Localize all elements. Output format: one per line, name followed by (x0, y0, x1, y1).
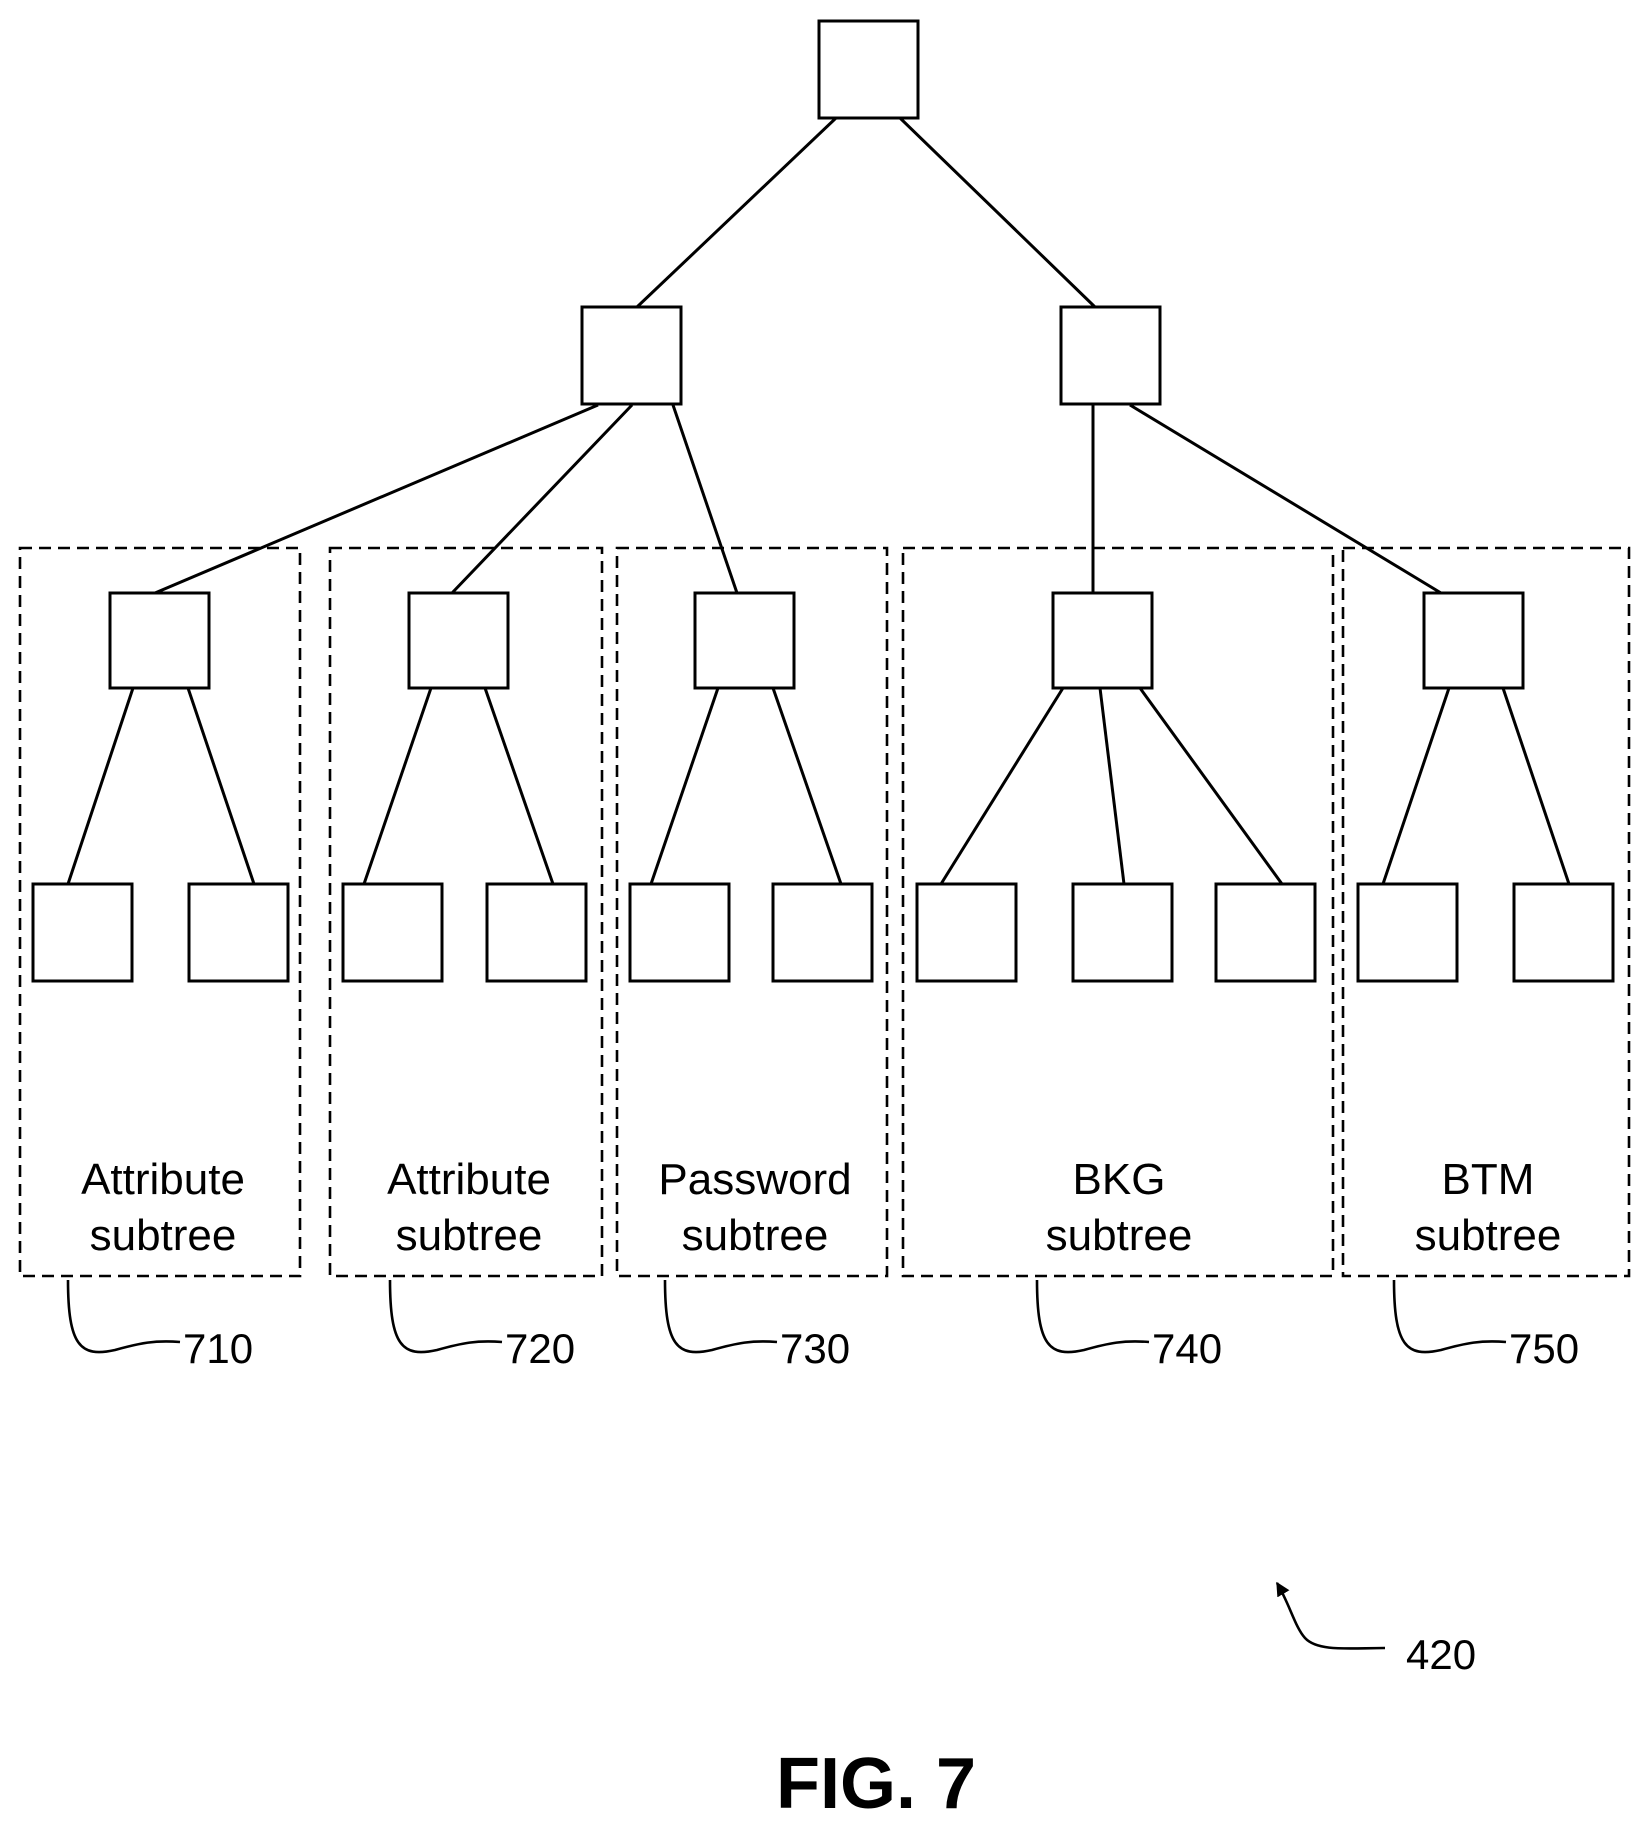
diagram-ref-number: 420 (1406, 1631, 1476, 1678)
figure-caption: FIG. 7 (776, 1744, 976, 1824)
edge-root-right (900, 118, 1095, 307)
subtree-root-730 (695, 593, 794, 688)
subtree-label-750-line2: subtree (1415, 1211, 1562, 1260)
edge-right-sub5 (1130, 405, 1441, 593)
leaf-750-2 (1514, 884, 1613, 981)
subtree-label-720-line1: Attribute (387, 1155, 551, 1204)
leaf-740-3 (1216, 884, 1315, 981)
tree-nodes (33, 21, 1613, 981)
leaf-740-2 (1073, 884, 1172, 981)
edge-sub4-leaf3 (1140, 688, 1282, 884)
subtree-label-740-line1: BKG (1073, 1155, 1166, 1204)
leader-740 (1037, 1280, 1149, 1352)
leaf-710-2 (189, 884, 288, 981)
subtree-label-710-line1: Attribute (81, 1155, 245, 1204)
edge-left-sub2 (452, 405, 632, 593)
leaf-750-1 (1358, 884, 1457, 981)
edge-sub4-leaf1 (941, 688, 1063, 884)
leaf-720-2 (487, 884, 586, 981)
leaf-720-1 (343, 884, 442, 981)
edge-sub3-leaf1 (651, 688, 718, 884)
edge-sub3-leaf2 (773, 688, 841, 884)
edge-sub2-leaf1 (364, 688, 431, 884)
subtree-label-740-line2: subtree (1046, 1211, 1193, 1260)
edge-root-left (637, 118, 836, 307)
subtree-label-750-line1: BTM (1442, 1155, 1535, 1204)
edge-left-sub1 (155, 405, 598, 593)
level1-node-left (582, 307, 681, 404)
ref-720: 720 (505, 1325, 575, 1372)
leaf-730-2 (773, 884, 872, 981)
leader-710 (68, 1280, 180, 1352)
edge-sub5-leaf2 (1503, 688, 1569, 884)
ref-740: 740 (1152, 1325, 1222, 1372)
leaf-730-1 (630, 884, 729, 981)
diagram-ref-arrow (1277, 1583, 1385, 1649)
subtree-label-730-line1: Password (658, 1155, 851, 1204)
leaf-740-1 (917, 884, 1016, 981)
subtree-label-710-line2: subtree (90, 1211, 237, 1260)
edge-sub1-leaf2 (188, 688, 254, 884)
ref-710: 710 (183, 1325, 253, 1372)
level1-node-right (1061, 307, 1160, 404)
subtree-root-750 (1424, 593, 1523, 688)
edge-left-sub3 (673, 405, 737, 593)
leader-720 (390, 1280, 502, 1352)
reference-numbers: 710 720 730 740 750 (183, 1325, 1579, 1372)
edge-sub4-leaf2 (1100, 688, 1124, 884)
subtree-label-720-line2: subtree (396, 1211, 543, 1260)
subtree-root-740 (1053, 593, 1152, 688)
ref-750: 750 (1509, 1325, 1579, 1372)
subtree-labels: Attribute subtree Attribute subtree Pass… (81, 1155, 1561, 1260)
subtree-label-730-line2: subtree (682, 1211, 829, 1260)
root-node (819, 21, 918, 118)
subtree-root-720 (409, 593, 508, 688)
edge-sub2-leaf2 (485, 688, 553, 884)
leaf-710-1 (33, 884, 132, 981)
edge-sub1-leaf1 (68, 688, 133, 884)
leader-750 (1394, 1280, 1506, 1352)
subtree-root-710 (110, 593, 209, 688)
ref-730: 730 (780, 1325, 850, 1372)
edge-sub5-leaf1 (1383, 688, 1449, 884)
leader-730 (665, 1280, 777, 1352)
